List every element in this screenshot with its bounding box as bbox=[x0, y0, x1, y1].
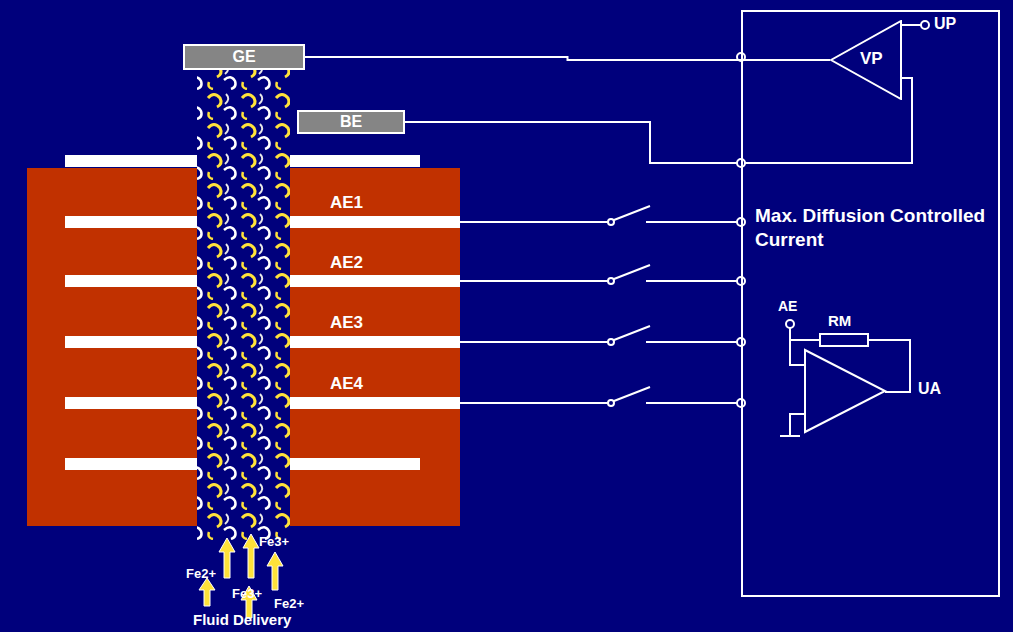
electrode-label: AE2 bbox=[330, 253, 363, 273]
electrode-box: GE bbox=[183, 44, 305, 70]
amplifier-symbol: VP bbox=[830, 20, 902, 100]
panel-note: Max. Diffusion Controlled Current bbox=[755, 204, 991, 252]
flow-label: Fluid Delivery bbox=[193, 611, 291, 628]
ion-label: Fe3+ bbox=[259, 534, 289, 549]
node-label: GE bbox=[232, 48, 255, 66]
ion-label: Fe2+ bbox=[186, 566, 216, 581]
ion-label: Fe2+ bbox=[274, 596, 304, 611]
electrode-label: AE1 bbox=[330, 193, 363, 213]
node-label: VP bbox=[860, 49, 883, 69]
resistor-label: RM bbox=[828, 312, 851, 329]
signal-wire bbox=[305, 57, 830, 60]
signal-name: UP bbox=[934, 15, 956, 33]
ion-label: Fe3+ bbox=[232, 586, 262, 601]
signal-name: UA bbox=[918, 380, 941, 398]
electrode-label: AE3 bbox=[330, 313, 363, 333]
electrode-box: BE bbox=[297, 110, 405, 134]
pin-name: AE bbox=[778, 298, 797, 314]
electrode-label: AE4 bbox=[330, 374, 363, 394]
node-label: BE bbox=[340, 113, 362, 131]
